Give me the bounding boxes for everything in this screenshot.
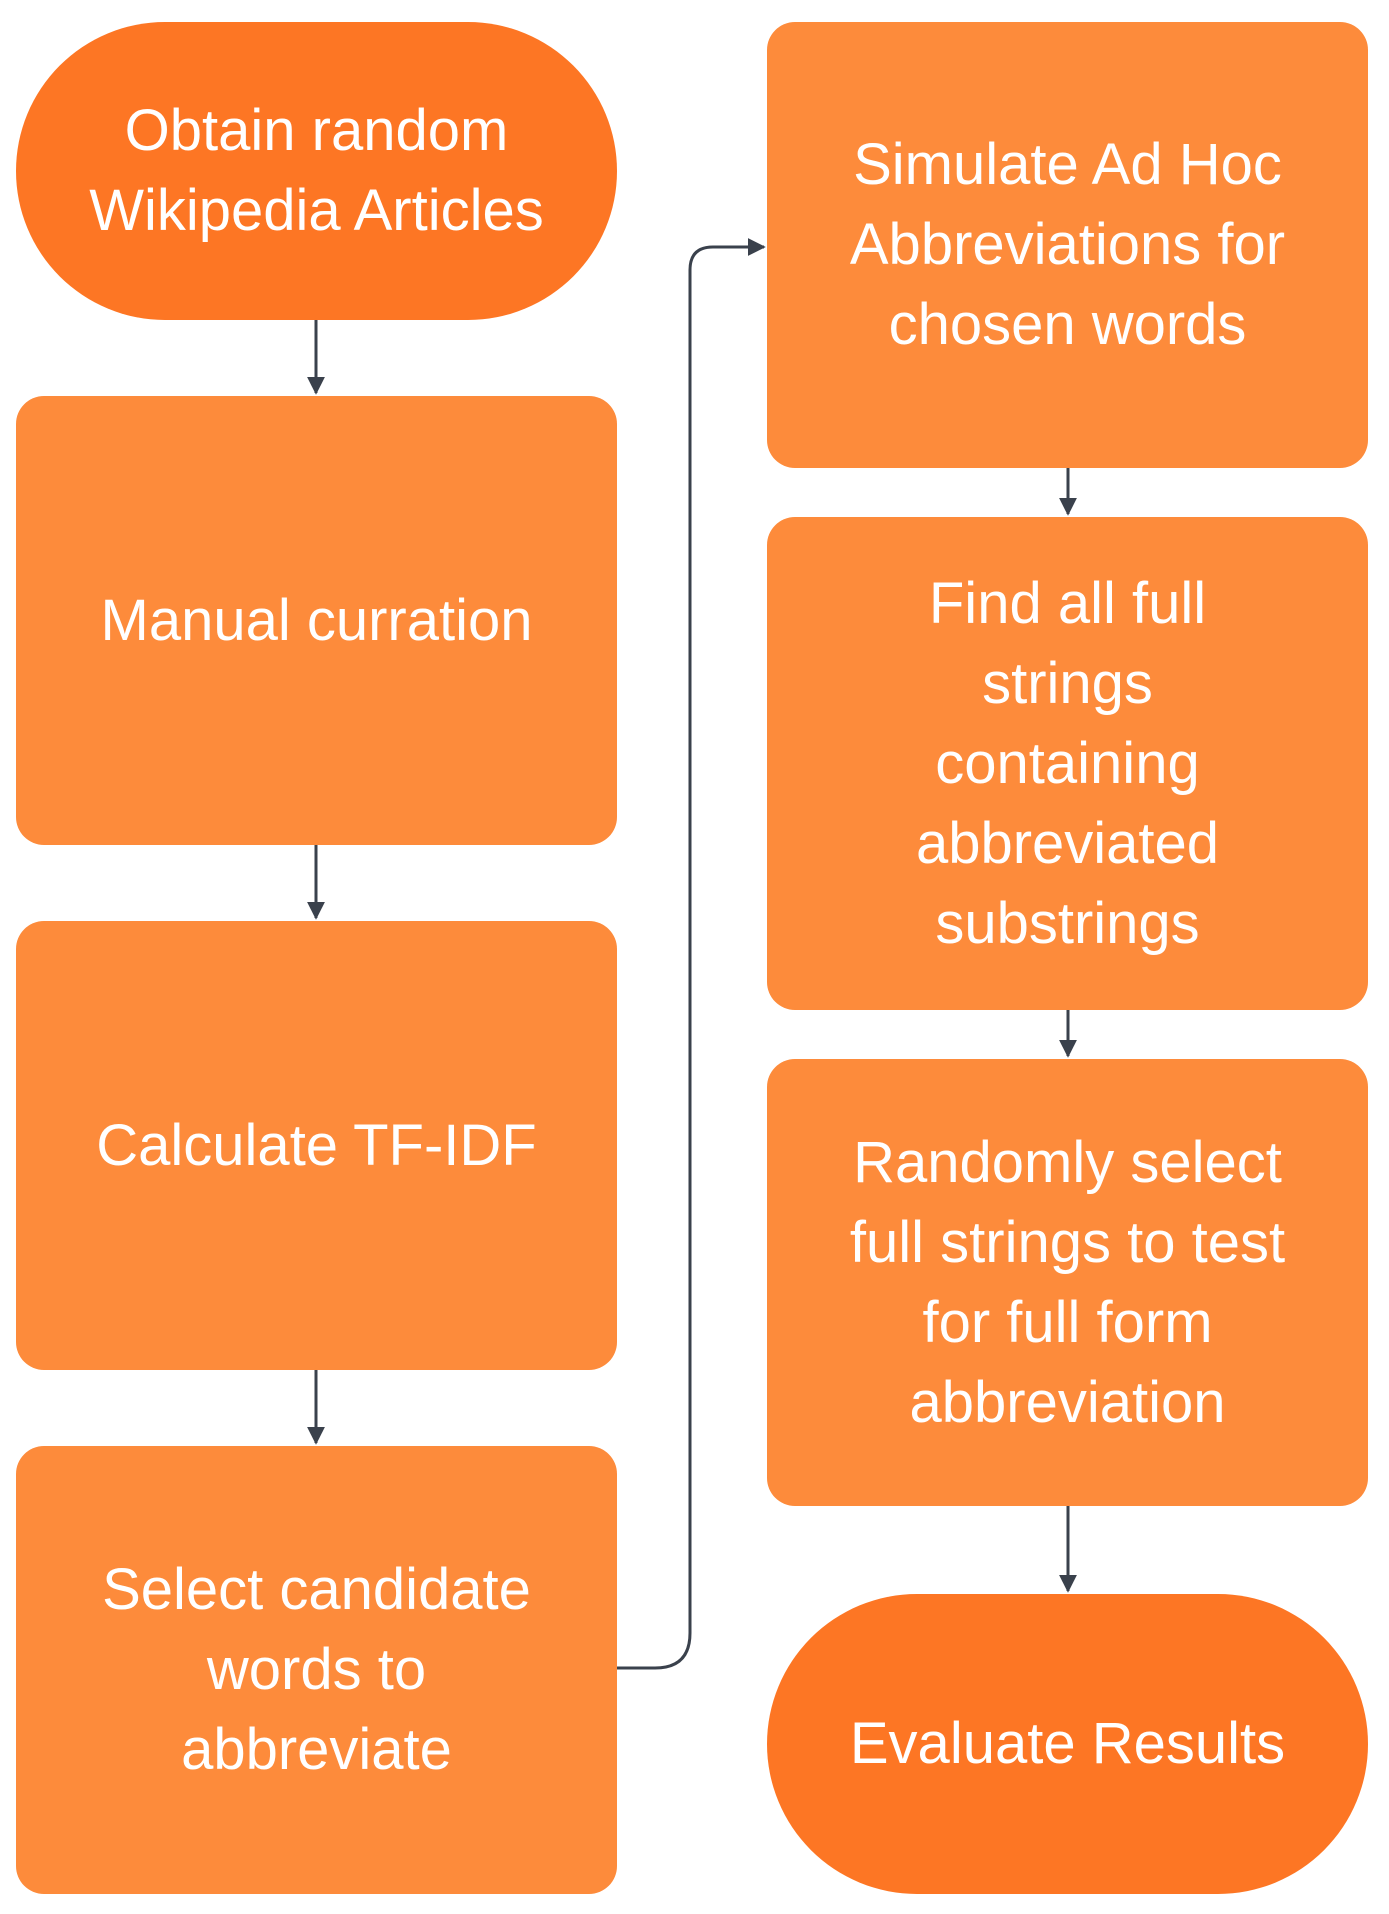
node-randomly-select-strings: Randomly select full strings to test for… — [767, 1059, 1368, 1506]
node-obtain-articles: Obtain random Wikipedia Articles — [16, 22, 617, 320]
edge-select-simulate — [617, 238, 766, 1670]
node-calculate-tfidf: Calculate TF-IDF — [16, 921, 617, 1370]
node-manual-curation: Manual curration — [16, 396, 617, 845]
node-find-full-strings: Find all full strings containing abbrevi… — [767, 517, 1368, 1010]
node-simulate-abbreviations: Simulate Ad Hoc Abbreviations for chosen… — [767, 22, 1368, 468]
node-evaluate-results: Evaluate Results — [767, 1594, 1368, 1894]
node-select-candidate-words: Select candidate words to abbreviate — [16, 1446, 617, 1894]
